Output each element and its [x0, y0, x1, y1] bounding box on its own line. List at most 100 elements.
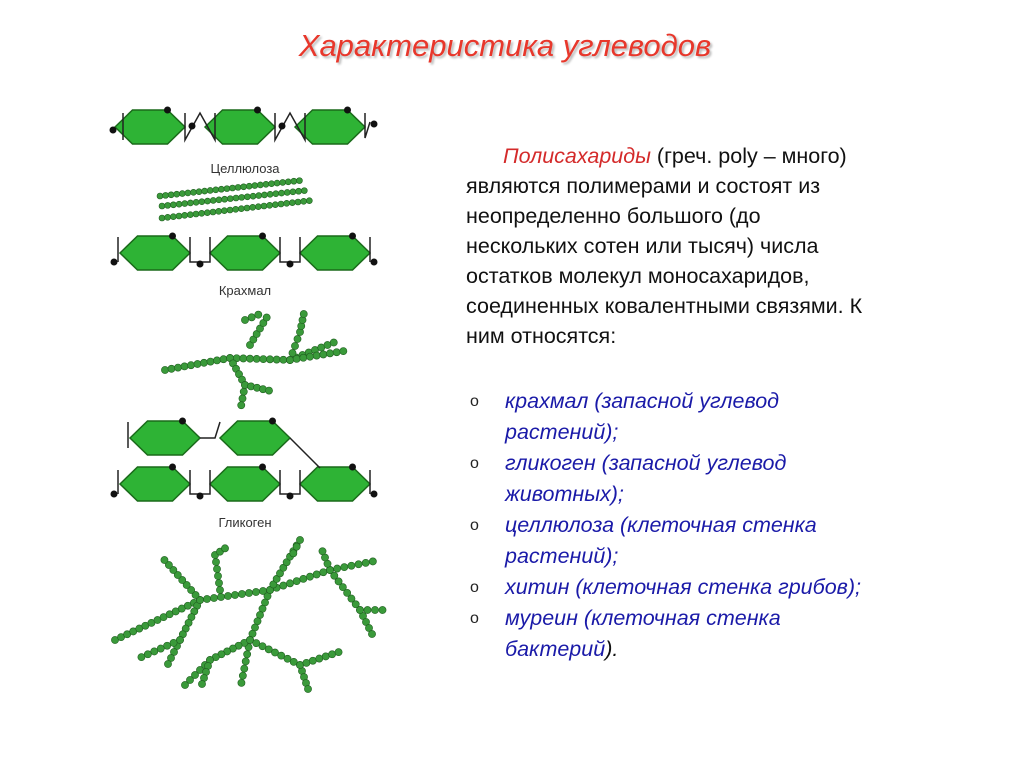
glucose-bead	[356, 606, 364, 614]
list-item-text: растений);	[505, 420, 619, 444]
glycosidic-bond	[364, 113, 371, 139]
glucose-bead	[179, 190, 186, 197]
glucose-bead	[173, 190, 181, 198]
glucose-bead	[209, 208, 217, 216]
glucose-bead	[293, 335, 302, 343]
glycosidic-bond	[189, 237, 211, 263]
list-item-text: целлюлоза (клеточная стенка	[505, 513, 817, 537]
glucose-bead	[209, 197, 217, 204]
glycosidic-bond	[189, 470, 211, 495]
glucose-bead	[219, 355, 228, 364]
glucose-bead	[291, 342, 299, 350]
glucose-bead	[354, 560, 363, 569]
glucose-bead	[224, 592, 232, 600]
glucose-bead	[237, 678, 246, 687]
para-line: являются полимерами и состоят из	[466, 174, 821, 198]
glucose-bead	[251, 182, 259, 189]
glucose-bead	[296, 536, 304, 544]
oxygen-dot	[286, 260, 294, 268]
glucose-bead	[273, 179, 281, 187]
glucose-bead	[272, 355, 281, 364]
para-line: остатков молекул моносахаридов,	[466, 264, 810, 288]
glucose-bead	[216, 586, 224, 594]
glucose-bead	[266, 202, 273, 209]
glucose-bead	[292, 577, 301, 586]
glucose-bead	[347, 594, 356, 603]
glucose-bead	[182, 581, 191, 589]
glucose-bead	[164, 214, 171, 221]
bullet-icon: o	[470, 393, 479, 410]
list-item-text: муреин (клеточная стенка	[505, 606, 781, 630]
glucose-bead	[241, 316, 249, 324]
oxygen-dot	[169, 232, 176, 240]
glucose-bead	[137, 653, 146, 662]
glucose-bead	[191, 671, 199, 679]
glucose-hexagon	[118, 235, 192, 271]
glucose-bead	[246, 354, 254, 363]
list-item-murein: o муреин (клеточная стенка бактерий).	[470, 603, 861, 665]
oxygen-dot	[254, 106, 261, 114]
glucose-bead	[334, 577, 343, 586]
para-line: неопределенно большого (до	[466, 204, 761, 228]
oxygen-dot	[110, 490, 118, 498]
glucose-bead	[243, 204, 251, 212]
glucose-bead	[304, 685, 312, 693]
glucose-bead	[255, 192, 263, 199]
glucose-bead	[191, 591, 200, 599]
glucose-bead	[192, 210, 200, 218]
glucose-bead	[161, 366, 169, 374]
glucose-bead	[299, 353, 308, 362]
glucose-bead	[249, 192, 257, 200]
glucose-bead	[299, 574, 308, 583]
bullet-icon: o	[470, 610, 479, 627]
glucose-bead	[212, 186, 220, 194]
glucose-bead	[232, 194, 240, 202]
glucose-bead	[343, 588, 352, 597]
glucose-bead	[143, 650, 152, 659]
glucose-bead	[296, 661, 304, 669]
glucose-bead	[312, 351, 321, 360]
glucose-bead	[259, 355, 268, 364]
glucose-bead	[334, 648, 343, 657]
para-line: нескольких сотен или тысяч) числа	[466, 234, 819, 258]
list-item-text: растений);	[505, 544, 619, 568]
glucose-bead	[306, 572, 314, 581]
glucose-bead	[169, 566, 178, 574]
glucose-bead	[319, 568, 328, 577]
glucose-bead	[175, 200, 183, 208]
glucose-bead	[239, 354, 248, 363]
glucose-bead	[277, 651, 286, 660]
glucose-bead	[245, 182, 253, 190]
glucose-bead	[196, 596, 204, 604]
glucose-bead	[176, 636, 184, 644]
bullet-icon: o	[470, 517, 479, 534]
glucose-bead	[204, 209, 211, 216]
glucose-bead	[245, 589, 253, 597]
oxygen-dot	[259, 232, 266, 240]
glucose-bead	[283, 189, 291, 196]
glycosidic-bond	[289, 437, 321, 469]
glucose-bead	[237, 401, 246, 410]
oxygen-dot	[188, 122, 196, 130]
glucose-bead	[175, 212, 183, 220]
glycosidic-bond	[274, 111, 306, 143]
glucose-bead	[223, 185, 231, 192]
list-item-text: бактерий).	[505, 637, 619, 661]
glucose-bead	[368, 557, 377, 566]
glucose-bead	[217, 593, 225, 601]
glucose-bead	[180, 362, 189, 371]
glucose-bead	[306, 197, 313, 204]
oxygen-dot	[349, 232, 356, 240]
oxygen-dot	[259, 463, 266, 471]
glucose-bead	[338, 583, 347, 592]
oxygen-dot	[278, 122, 286, 130]
para-text: (греч. poly – много)	[650, 144, 847, 168]
glucose-hexagon	[298, 235, 372, 271]
glucose-bead	[221, 207, 228, 214]
glucose-bead	[262, 181, 270, 188]
glucose-bead	[278, 189, 285, 197]
oxygen-dot	[179, 417, 186, 425]
glucose-bead	[169, 638, 178, 647]
glucose-bead	[160, 556, 169, 564]
